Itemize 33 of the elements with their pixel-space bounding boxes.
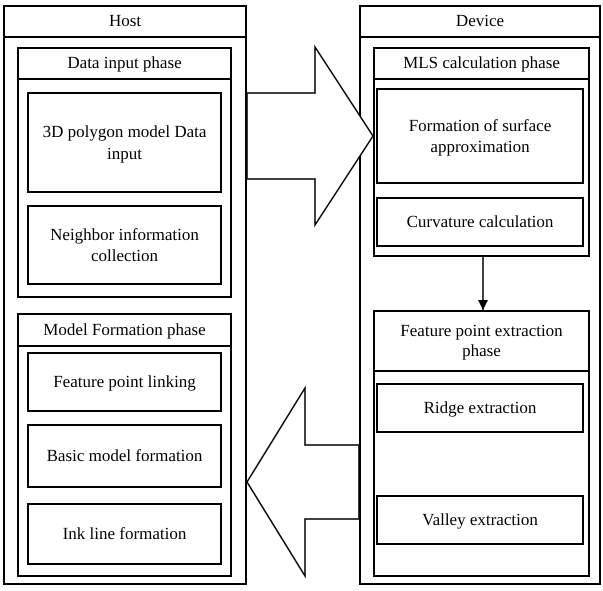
step-label: Feature point linking [52, 371, 197, 393]
step-label: Basic model formation [46, 445, 204, 467]
phase-title: Model Formation phase [42, 320, 207, 340]
phase-panel [3, 5, 247, 585]
phase-title: Data input phase [66, 53, 183, 74]
step-label: Formation of surface approximation [408, 114, 552, 158]
process-box [376, 197, 584, 247]
process-box [27, 424, 222, 488]
step-label: Curvature calculation [406, 211, 554, 233]
phase-title: Host [108, 11, 142, 32]
phase-panel [359, 5, 601, 585]
phase-title: Feature point extraction phase [399, 320, 564, 362]
process-box [27, 352, 222, 412]
process-box [27, 205, 222, 285]
step-label: Ridge extraction [422, 397, 538, 419]
phase-panel [17, 47, 232, 298]
block-arrow [246, 44, 374, 228]
process-box [27, 92, 222, 193]
step-label: Neighbor information collection [49, 224, 200, 266]
arrow [478, 257, 488, 310]
block-arrow [246, 385, 360, 579]
phase-panel [373, 47, 590, 257]
phase-panel [373, 310, 590, 577]
phase-title: MLS calculation phase [402, 53, 561, 74]
step-label: Ink line formation [62, 523, 188, 545]
process-box [376, 88, 584, 184]
process-box [376, 495, 584, 545]
phase-title: Device [454, 11, 506, 32]
step-label: 3D polygon model Data input [42, 121, 208, 164]
phase-panel [17, 313, 232, 577]
step-label: Valley extraction [421, 509, 539, 531]
process-box [376, 383, 584, 433]
process-box [27, 503, 222, 565]
